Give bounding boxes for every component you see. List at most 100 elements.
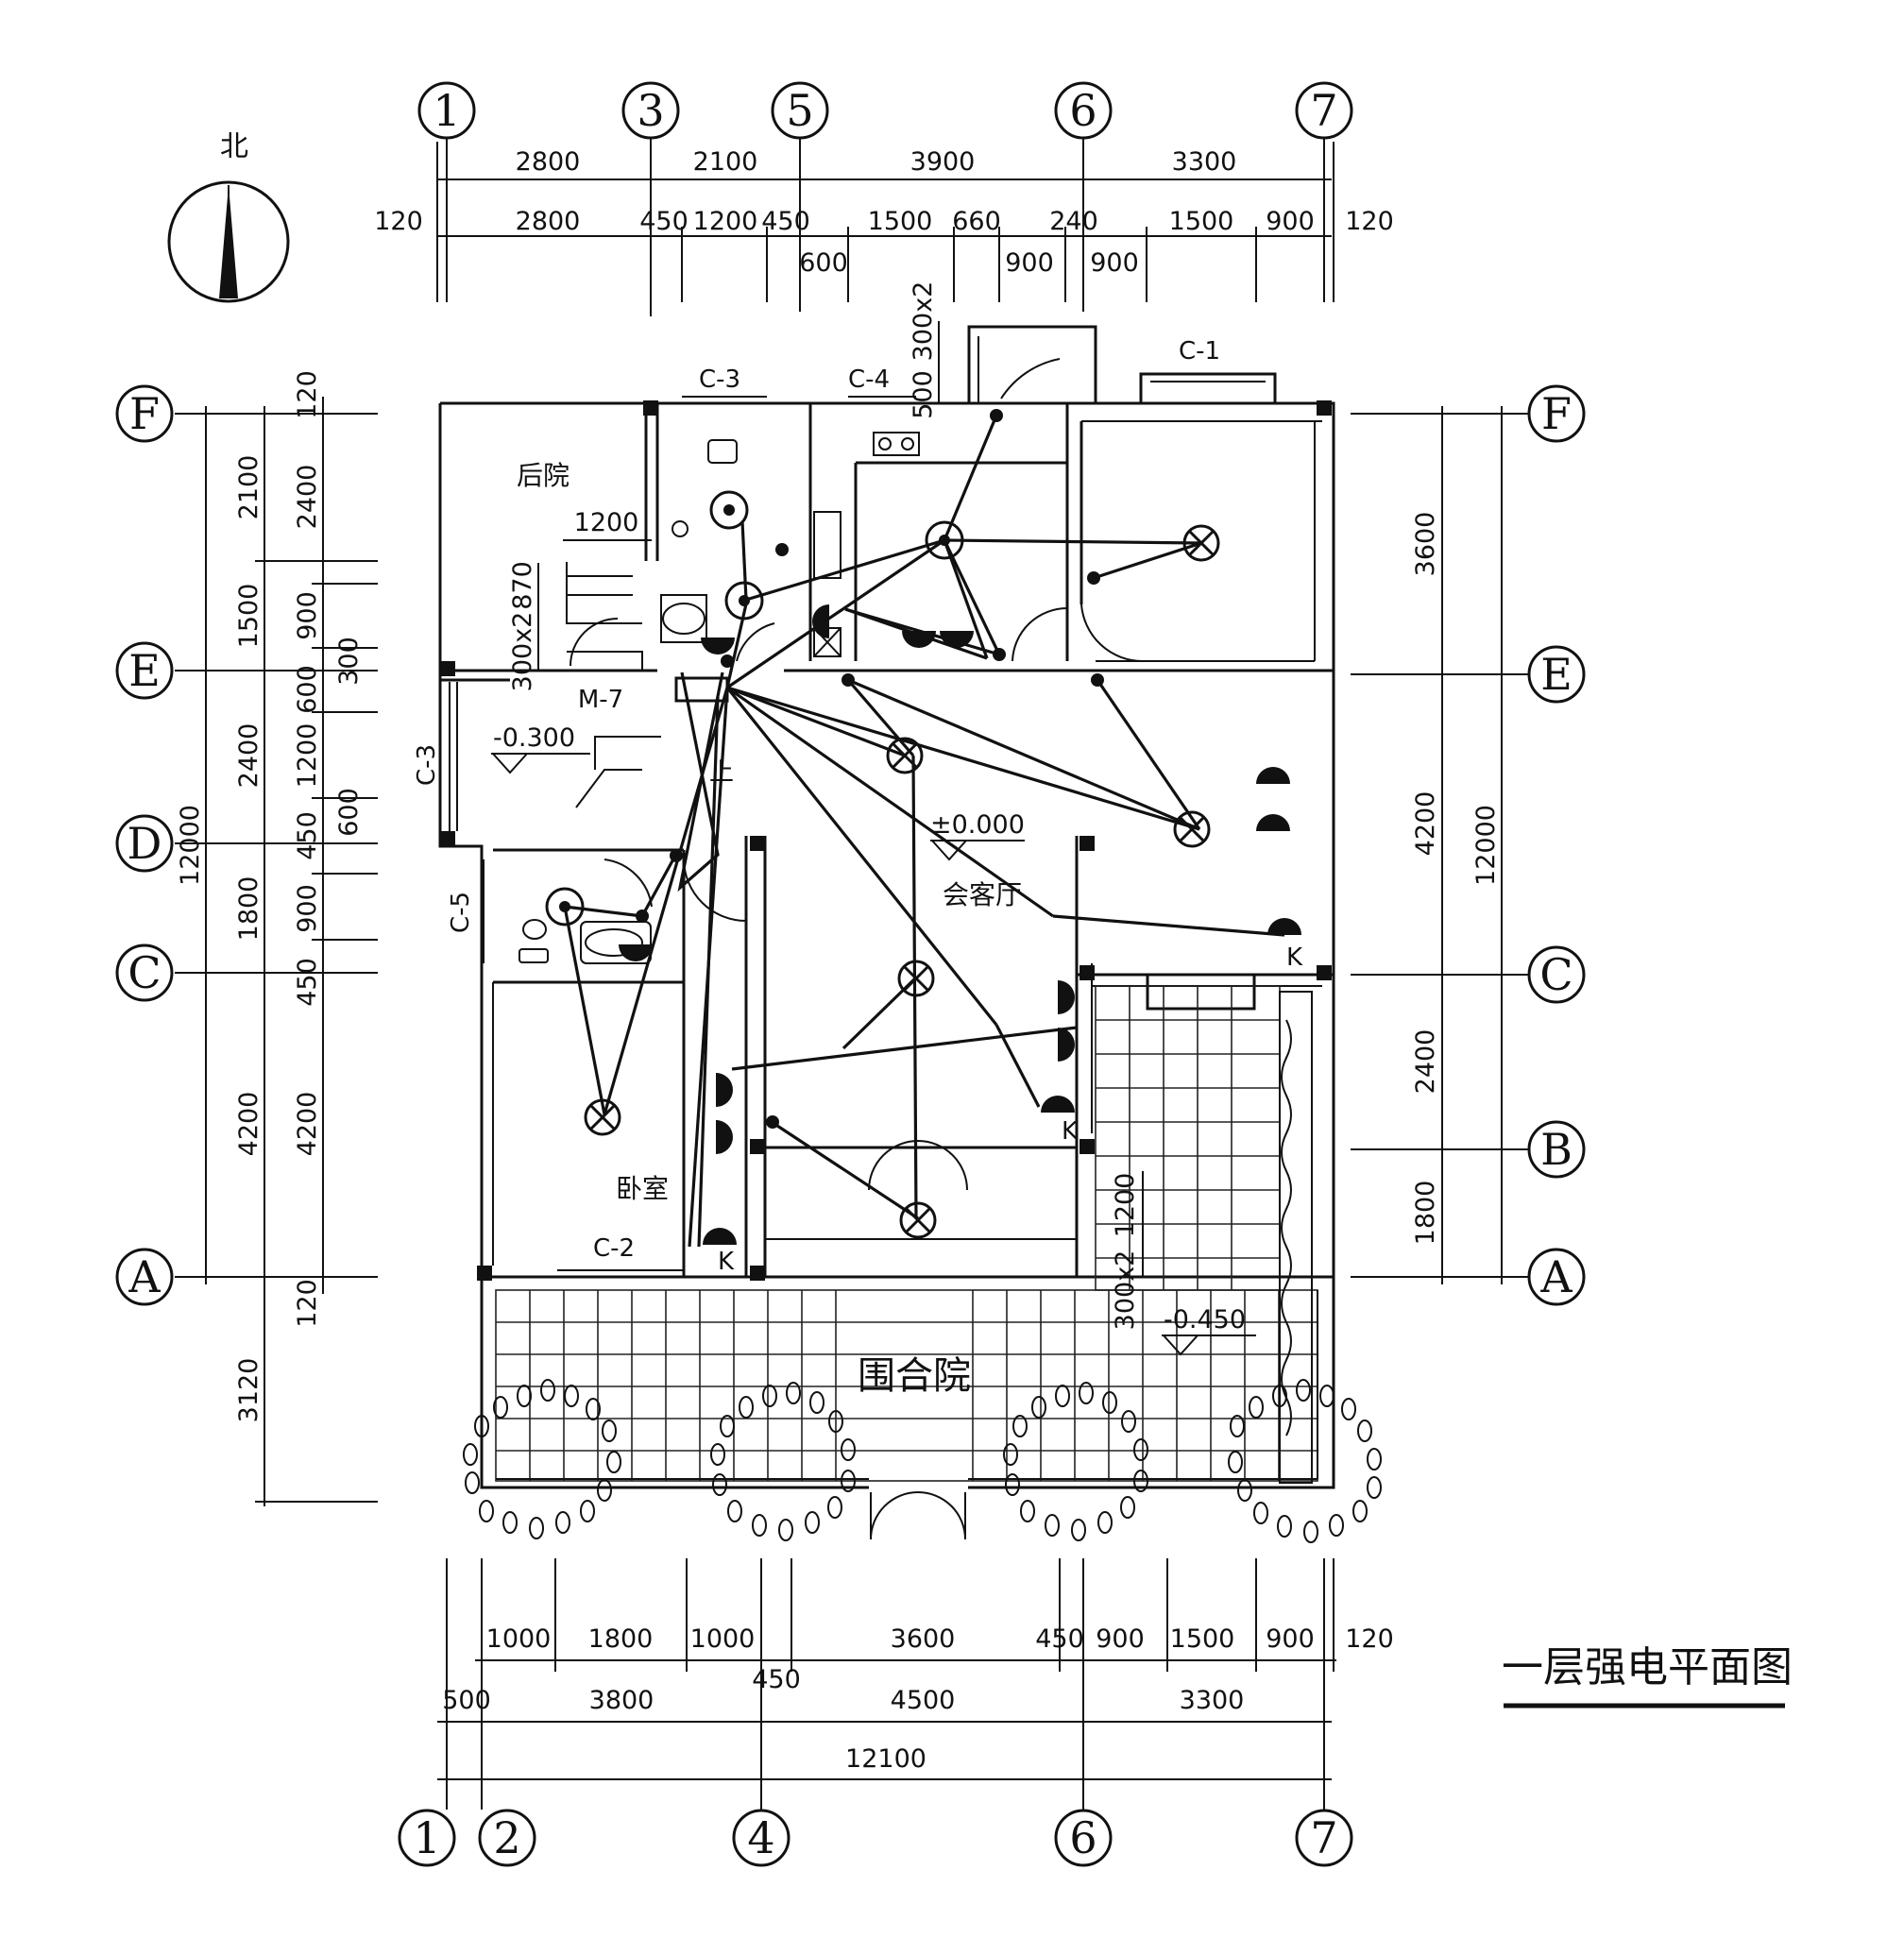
dim-label: 3300 [1180, 1686, 1245, 1715]
axis-marker: 5 [786, 85, 813, 136]
dim-label: 120 [374, 207, 423, 236]
axis-marker: A [128, 1251, 161, 1302]
ceiling-lights [584, 524, 1220, 1239]
door-m7-label: M-7 [578, 686, 623, 714]
dim-label: 1200 [1111, 1173, 1140, 1238]
dim-label: 1000 [486, 1624, 552, 1654]
bottom-dimensions: 1000 1800 1000 3600 450 900 1500 900 120… [437, 1558, 1394, 1810]
dim-label: 450 [752, 1665, 801, 1694]
dim-label: 600 [293, 665, 322, 714]
axis-marker: E [1540, 649, 1572, 700]
distribution-box [674, 676, 729, 703]
room-courtyard: 围合院 [858, 1354, 971, 1398]
dim-label: 1500 [868, 207, 933, 236]
drawing-title-text: 一层强电平面图 [1502, 1643, 1793, 1692]
axis-marker: C [1539, 949, 1572, 1000]
window-c3-left-label: C-3 [413, 744, 441, 786]
drawing-title: 一层强电平面图 [1502, 1643, 1793, 1708]
dim-label: 2400 [293, 465, 322, 530]
light-fixture [899, 1201, 937, 1239]
dim-label: 300x2 [508, 612, 537, 692]
dim-label: 4200 [1411, 791, 1440, 857]
power-outlets [619, 604, 1301, 1245]
dim-label: 870 [508, 561, 537, 610]
window-c3-label: C-3 [699, 366, 740, 394]
right-axis-markers: F E C B A [1527, 384, 1586, 1306]
switches [636, 409, 1104, 1129]
dim-label: 12000 [1471, 805, 1501, 886]
outlet-k-labels: K K K [718, 944, 1303, 1276]
dim-label: 2400 [1411, 1029, 1440, 1095]
window-c2-label: C-2 [593, 1234, 635, 1263]
dim-label: 3600 [1411, 512, 1440, 577]
dim-label: 3600 [891, 1624, 956, 1654]
stair-up-label: 上 [709, 758, 734, 787]
axis-marker: C [128, 947, 161, 998]
dim-label: 120 [1345, 207, 1394, 236]
window-c1-label: C-1 [1179, 337, 1220, 366]
dim-label: 1500 [1169, 207, 1234, 236]
axis-marker: E [128, 645, 161, 696]
dim-label: 120 [1345, 1624, 1394, 1654]
dim-label: 120 [293, 370, 322, 419]
level-entry: -0.300 [493, 723, 575, 753]
light-fixture [1182, 524, 1220, 562]
dim-label: 450 [293, 811, 322, 860]
axis-marker: 3 [637, 85, 664, 136]
dim-label: 240 [1049, 207, 1098, 236]
ceiling-lamps [545, 490, 964, 926]
dim-label: 1200 [693, 207, 758, 236]
level-marks: -0.300 ±0.000 -0.450 [491, 723, 1256, 1356]
dim-label: 3900 [910, 147, 976, 177]
dim-label: 1800 [1411, 1181, 1440, 1246]
axis-marker: 6 [1069, 85, 1096, 136]
circuit-wiring [563, 415, 1285, 1248]
axis-marker: 7 [1310, 1812, 1337, 1863]
light-fixture [1173, 810, 1211, 848]
dim-label: 4200 [293, 1092, 322, 1157]
axis-marker: F [129, 388, 160, 439]
room-living: 会客厅 [943, 879, 1022, 910]
dim-label: 450 [639, 207, 688, 236]
light-fixture [897, 960, 935, 997]
dim-label: 1500 [234, 584, 264, 649]
axis-marker: 2 [493, 1812, 520, 1863]
dim-label: 3800 [589, 1686, 654, 1715]
dim-label: 3120 [234, 1358, 264, 1423]
plumbing-fixtures [518, 432, 920, 964]
dim-label: 120 [293, 1279, 322, 1328]
dim-label: 12100 [845, 1744, 926, 1774]
bottom-axis-markers: 1 2 4 6 7 [398, 1809, 1353, 1867]
room-bedroom: 卧室 [616, 1173, 669, 1204]
dim-label: 900 [293, 591, 322, 640]
dim-label: 900 [1266, 207, 1315, 236]
lamp-fixture [724, 581, 764, 620]
dim-label: 2100 [234, 455, 264, 520]
dim-label: 1200 [293, 723, 322, 789]
switch-mark-label: K [1286, 944, 1303, 972]
shrub-clusters [463, 1379, 1382, 1543]
axis-marker: D [128, 818, 162, 869]
dim-label: 300x2 [909, 281, 938, 362]
dim-label: 300x2 [1111, 1250, 1140, 1331]
axis-marker: 4 [747, 1812, 774, 1863]
dim-label: 2800 [516, 147, 581, 177]
dim-label: 660 [952, 207, 1001, 236]
dim-label: 2800 [516, 207, 581, 236]
axis-marker: A [1539, 1251, 1572, 1302]
window-c5-label: C-5 [447, 892, 475, 933]
room-labels: 后院 会客厅 卧室 围合院 [517, 460, 1022, 1398]
dim-label: 600 [799, 248, 848, 278]
opening-labels: C-1 C-2 C-3 C-4 C-3 C-5 M-7 上 [413, 337, 1220, 1263]
switch-mark-label: K [718, 1248, 735, 1276]
dim-label: 12000 [176, 805, 205, 886]
north-arrow: 北 [167, 130, 290, 303]
dim-label: 1800 [588, 1624, 654, 1654]
dim-label: 900 [293, 884, 322, 933]
dim-label: 900 [1005, 248, 1054, 278]
dim-label: 4200 [234, 1092, 264, 1157]
dim-label: 900 [1096, 1624, 1145, 1654]
dim-label: 600 [334, 788, 364, 837]
dim-label: 2100 [693, 147, 758, 177]
dim-label: 900 [1266, 1624, 1315, 1654]
